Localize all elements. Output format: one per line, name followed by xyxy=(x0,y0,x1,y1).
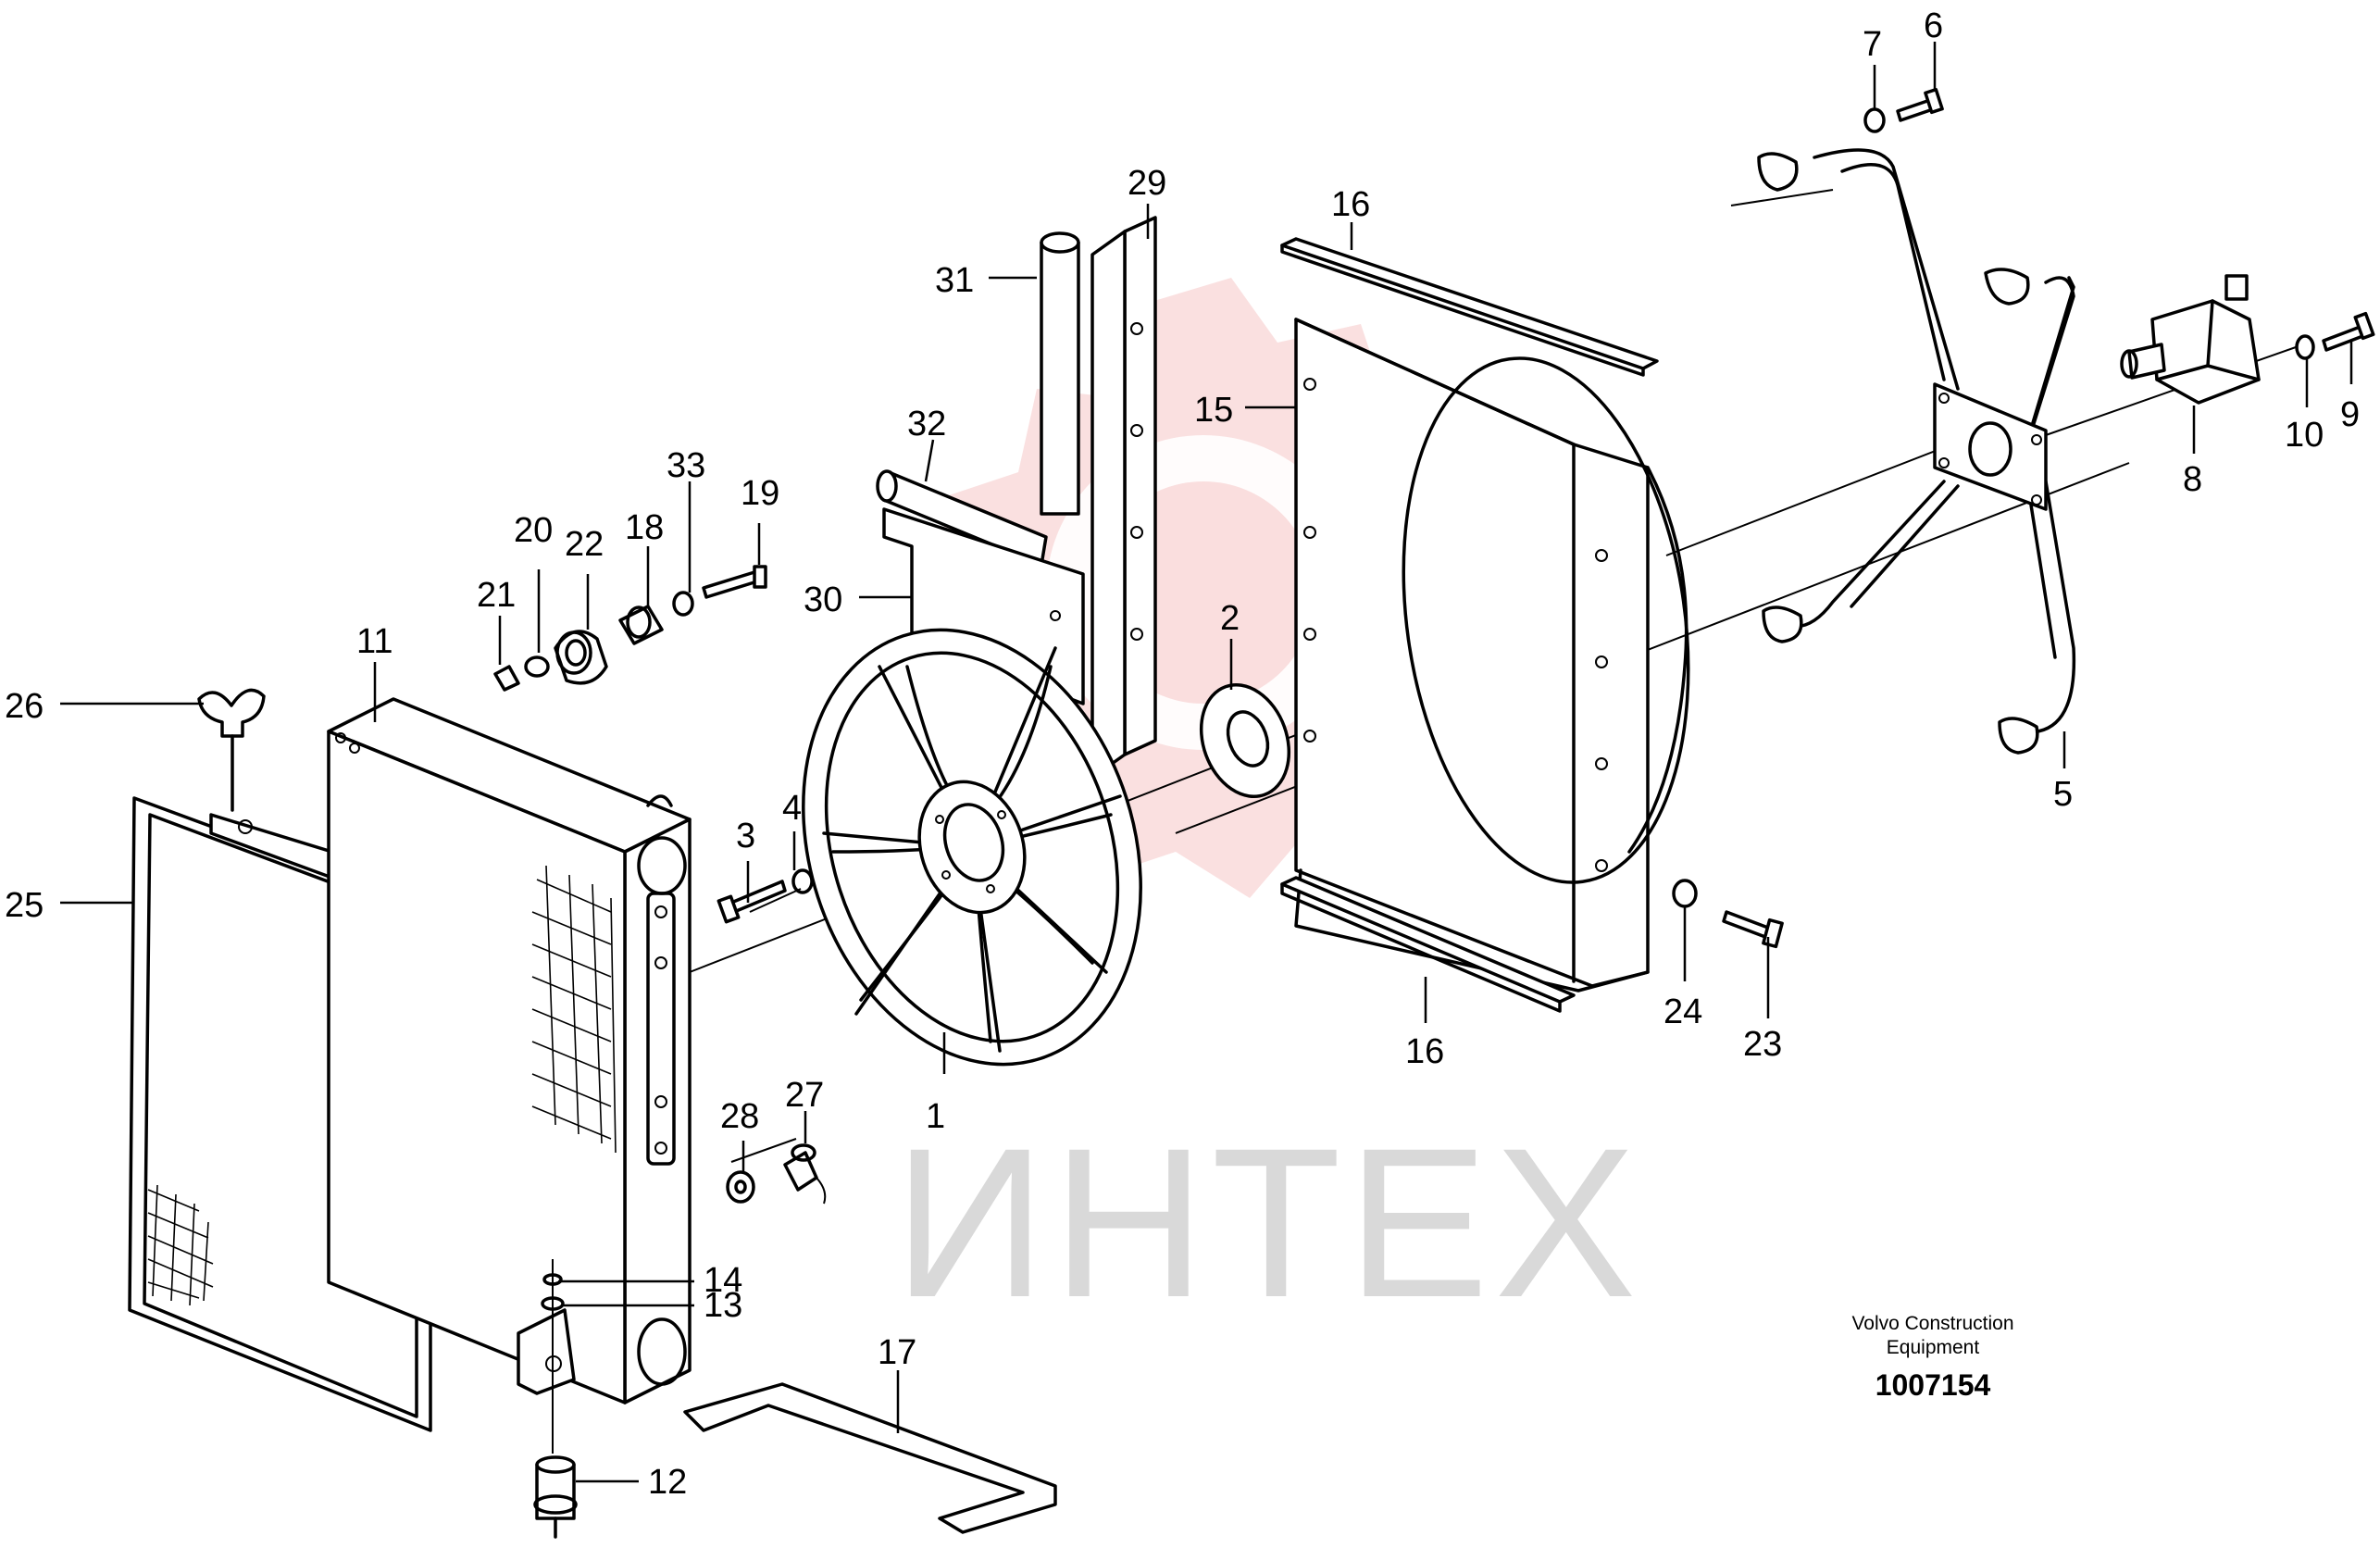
callout-14: 14 xyxy=(704,1261,742,1300)
leader-lines xyxy=(60,42,2353,1483)
callout-26: 26 xyxy=(5,687,44,726)
callout-16-bottom: 16 xyxy=(1405,1032,1444,1071)
callout-18: 18 xyxy=(625,508,664,547)
callout-7: 7 xyxy=(1863,25,1882,64)
part-24-washer xyxy=(1672,879,1698,908)
callout-25: 25 xyxy=(5,886,44,925)
part-12-rubber-isolator xyxy=(533,1455,578,1539)
parts-18-22-pulley-stack xyxy=(493,565,767,692)
part-17-bracket xyxy=(683,1382,1057,1534)
part-29-mount-plate xyxy=(1090,216,1157,780)
callout-32: 32 xyxy=(907,405,946,443)
part-1-fan-wheel xyxy=(802,628,1142,1067)
part-9-bolt xyxy=(2322,311,2375,352)
part-4-washer xyxy=(791,868,814,894)
callout-16-top: 16 xyxy=(1331,185,1370,224)
callout-15: 15 xyxy=(1194,391,1233,430)
watermark-text: ИНТЕХ xyxy=(893,1104,1642,1342)
part-11-radiator-core xyxy=(327,697,692,1404)
callout-19: 19 xyxy=(741,474,779,513)
callout-31: 31 xyxy=(935,261,974,300)
callout-17: 17 xyxy=(878,1333,916,1372)
callout-2: 2 xyxy=(1220,599,1240,638)
part-32-rod xyxy=(876,469,1048,567)
part-7-washer xyxy=(1863,107,1886,133)
callout-12: 12 xyxy=(648,1463,687,1502)
part-16-seal-strip-top xyxy=(1280,237,1659,377)
caption-line-2: Equipment xyxy=(1887,1337,1980,1358)
part-8-hydraulic-motor xyxy=(2120,274,2261,405)
caption-line-1: Volvo Construction xyxy=(1851,1313,2013,1334)
callout-22: 22 xyxy=(565,525,604,564)
callout-1: 1 xyxy=(926,1097,945,1136)
callout-21: 21 xyxy=(477,576,516,615)
part-16-seal-strip-bottom xyxy=(1280,876,1576,1013)
part-31-tube xyxy=(1040,231,1080,516)
callout-30: 30 xyxy=(804,580,842,619)
callout-28: 28 xyxy=(720,1097,759,1136)
part-6-bolt xyxy=(1896,87,1944,122)
callout-3: 3 xyxy=(736,817,755,855)
callout-5: 5 xyxy=(2053,775,2073,814)
callout-33: 33 xyxy=(667,446,705,485)
part-3-bolt xyxy=(716,880,787,924)
callout-10: 10 xyxy=(2285,416,2324,455)
part-10-washer xyxy=(2295,334,2315,360)
part-26-wing-nut xyxy=(197,688,266,812)
part-15-fan-shroud xyxy=(1294,318,1690,992)
document-number: 1007154 xyxy=(1875,1368,1991,1402)
callout-labels: 1 2 3 4 5 6 7 8 9 10 11 12 13 14 15 16 1… xyxy=(5,6,2360,1502)
callout-11: 11 xyxy=(356,622,393,661)
callout-20: 20 xyxy=(514,511,553,550)
callout-13: 13 xyxy=(704,1286,742,1325)
callout-24: 24 xyxy=(1664,992,1702,1031)
callout-9: 9 xyxy=(2340,395,2360,434)
callout-29: 29 xyxy=(1128,164,1166,203)
part-28-washer xyxy=(726,1170,755,1204)
part-23-bolt xyxy=(1722,910,1784,949)
manufacturer-caption: Volvo Construction Equipment 1007154 xyxy=(1851,1313,2013,1402)
part-27-drain-plug xyxy=(783,1143,827,1205)
callout-23: 23 xyxy=(1743,1025,1782,1064)
part-5-motor-bracket xyxy=(1757,148,2076,755)
callout-8: 8 xyxy=(2183,460,2202,499)
callout-27: 27 xyxy=(785,1076,824,1115)
part-2-hub-flange xyxy=(1199,682,1291,799)
callout-4: 4 xyxy=(782,789,802,828)
callout-6: 6 xyxy=(1924,6,1943,45)
parts-13-14-washers xyxy=(541,1259,565,1454)
